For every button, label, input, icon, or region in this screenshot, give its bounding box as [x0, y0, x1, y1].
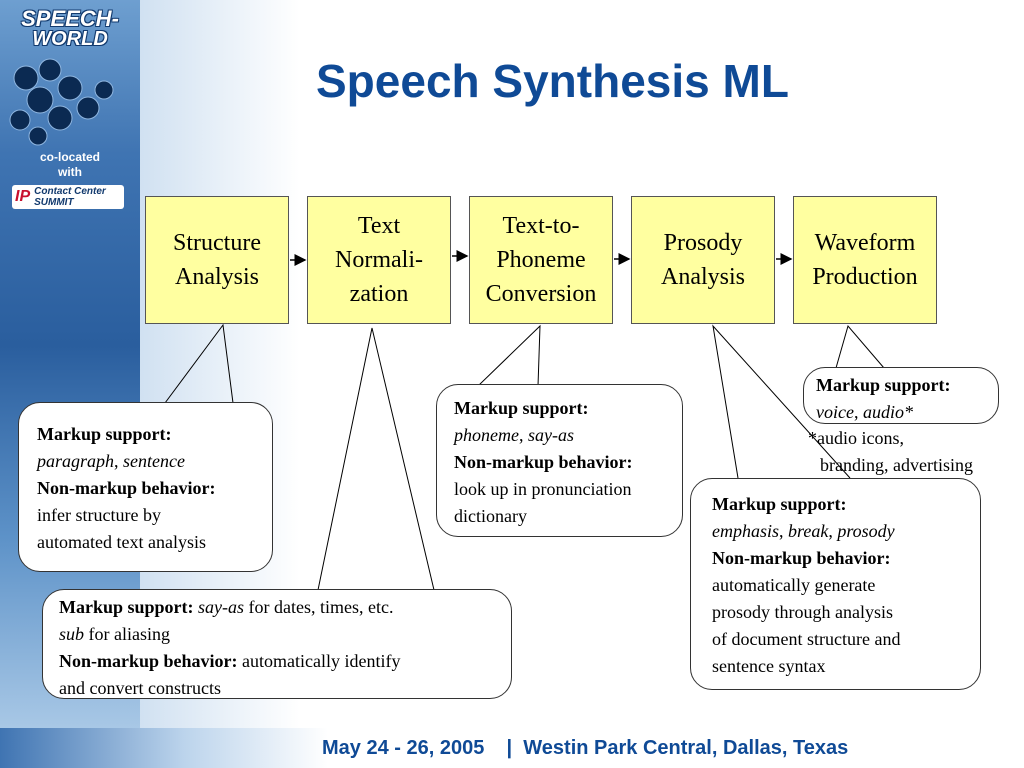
non-markup-text: sentence syntax	[712, 656, 826, 676]
markup-tag: phoneme	[454, 425, 519, 445]
markup-support-label: Markup support:	[59, 597, 194, 617]
stage-label: Waveform Production	[812, 230, 918, 290]
stage-prosody-analysis: Prosody Analysis	[631, 196, 775, 324]
separator: ,	[518, 425, 528, 445]
pointer-waveform	[835, 324, 885, 369]
pointer-structure	[164, 323, 234, 404]
ip-contact-center-logo: IP Contact Center SUMMIT	[12, 185, 124, 209]
logo-line-1: SPEECH-	[21, 6, 119, 31]
footnote-line: branding, advertising	[820, 455, 973, 475]
non-markup-label: Non-markup behavior:	[454, 452, 633, 472]
stage-structure-analysis: Structure Analysis	[145, 196, 289, 324]
stage-waveform-production: Waveform Production	[793, 196, 937, 324]
non-markup-text: and convert constructs	[59, 678, 221, 698]
separator: ,	[828, 521, 838, 541]
non-markup-label: Non-markup behavior:	[59, 651, 238, 671]
colocated-text: co-located	[39, 150, 100, 164]
non-markup-text: automatically identify	[237, 651, 401, 671]
event-date-location: May 24 - 26, 2005 | Westin Park Central,…	[322, 737, 849, 759]
markup-text: for aliasing	[84, 624, 170, 644]
stage-text-normalization: Text Normali- zation	[307, 196, 451, 324]
markup-tag: sub	[59, 624, 85, 644]
footnote-line: *audio icons,	[808, 428, 904, 448]
pointer-phoneme	[477, 324, 541, 387]
non-markup-text: automatically generate	[712, 575, 876, 595]
footer-bar	[0, 728, 1024, 768]
non-markup-text: infer structure by	[37, 505, 161, 525]
separator: ,	[853, 402, 863, 422]
separator: ,	[114, 451, 124, 471]
pointer-normalization	[317, 327, 435, 591]
callout-structure-analysis: Markup support: paragraph, sentence Non-…	[18, 402, 273, 572]
logo-line-2: WORLD	[32, 28, 108, 50]
stage-label: Text Normali- zation	[335, 213, 423, 307]
markup-tag: voice	[816, 402, 854, 422]
callout-text-to-phoneme: Markup support: phoneme, say-as Non-mark…	[436, 384, 683, 537]
non-markup-text: look up in pronunciation	[454, 479, 632, 499]
non-markup-label: Non-markup behavior:	[37, 478, 216, 498]
markup-tag: break	[788, 521, 829, 541]
colocated-with-text: with	[58, 165, 82, 179]
markup-tag: say-as	[527, 425, 574, 445]
markup-tag: say-as	[198, 597, 245, 617]
non-markup-label: Non-markup behavior:	[712, 548, 891, 568]
stage-label: Structure Analysis	[173, 230, 261, 290]
stage-label: Prosody Analysis	[661, 230, 745, 290]
markup-support-label: Markup support:	[454, 398, 589, 418]
pointer-prosody	[712, 324, 851, 479]
molecule-graphic	[9, 58, 114, 146]
non-markup-text: prosody through analysis	[712, 602, 893, 622]
markup-support-label: Markup support:	[816, 375, 951, 395]
markup-tag: sentence	[123, 451, 185, 471]
slide-title: Speech Synthesis ML	[316, 55, 789, 107]
ip-logo-text: Contact Center SUMMIT	[34, 186, 106, 208]
separator: ,	[779, 521, 788, 541]
non-markup-text: automated text analysis	[37, 532, 206, 552]
markup-tag: emphasis	[712, 521, 779, 541]
markup-support-label: Markup support:	[37, 424, 172, 444]
markup-text: for dates, times, etc.	[244, 597, 394, 617]
markup-support-label: Markup support:	[712, 494, 847, 514]
markup-tag: prosody	[837, 521, 895, 541]
markup-tag: audio*	[862, 402, 913, 422]
ip-logo-mark: IP	[15, 188, 31, 205]
non-markup-text: of document structure and	[712, 629, 901, 649]
callout-prosody-analysis: Markup support: emphasis, break, prosody…	[690, 478, 981, 690]
stage-label: Text-to- Phoneme Conversion	[485, 213, 597, 307]
callout-text-normalization: Markup support: say-as for dates, times,…	[42, 589, 512, 699]
stage-text-to-phoneme: Text-to- Phoneme Conversion	[469, 196, 613, 324]
markup-tag: paragraph	[37, 451, 115, 471]
callout-waveform-production: Markup support: voice, audio*	[803, 367, 999, 424]
non-markup-text: dictionary	[454, 506, 527, 526]
audio-footnote: *audio icons, branding, advertising	[808, 425, 973, 479]
